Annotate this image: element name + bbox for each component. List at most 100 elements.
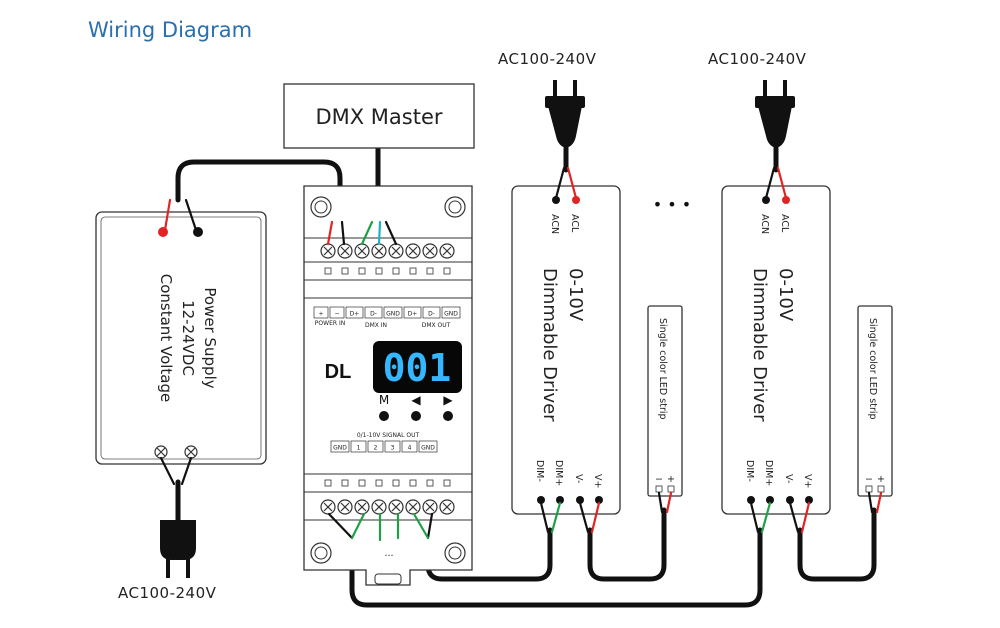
indicator-square [392, 267, 400, 275]
more-channels-dots: ... [384, 548, 393, 559]
terminal-label: D- [370, 311, 377, 318]
indicator-square [392, 479, 400, 487]
ac-label-driver-2: AC100-240V [708, 50, 807, 68]
terminal-label: − [334, 311, 339, 318]
v-plus-terminal [805, 496, 813, 504]
acl-terminal [782, 196, 790, 204]
dim-minus-label: DIM- [534, 460, 545, 482]
led-display [373, 341, 462, 393]
dimmable-driver-2: ACN ACL 0-10V Dimmable Driver DIM- DIM+ … [721, 166, 831, 534]
decoder-bottom-indicator-row [324, 479, 451, 487]
dmx-master-box: DMX Master [283, 83, 475, 149]
indicator-square [409, 479, 417, 487]
acl-terminal [572, 196, 580, 204]
dim-plus-terminal [556, 496, 564, 504]
terminal-label: D+ [350, 311, 360, 318]
indicator-square [409, 267, 417, 275]
terminal-label-box [401, 440, 418, 453]
led-cable-2 [797, 507, 877, 582]
terminal-screw [405, 243, 421, 259]
dim-minus-terminal [537, 496, 545, 504]
driver-title-line1: 0-10V [565, 268, 586, 322]
terminal-label-box [441, 306, 461, 319]
terminal-screw [422, 243, 438, 259]
dimmable-driver-1: ACN ACL 0-10V Dimmable Driver DIM- DIM+ … [511, 166, 621, 534]
terminal-label: GND [421, 445, 435, 452]
acn-terminal [552, 196, 560, 204]
terminal-label-box [422, 306, 441, 319]
terminal-label: GND [333, 445, 347, 452]
indicator-square [375, 479, 383, 487]
terminal-label-box [403, 306, 422, 319]
plug-icon [755, 80, 795, 148]
led-strip-label: Single color LED strip [867, 318, 878, 420]
more-drivers-ellipsis: • • • [653, 195, 691, 214]
terminal-label: GND [444, 311, 458, 318]
terminal-label: + [318, 311, 323, 318]
indicator-square [443, 267, 451, 275]
signal-out-label: 0/1-10V SIGNAL OUT [357, 432, 420, 439]
terminal-screw [388, 499, 404, 515]
terminal-screw [371, 499, 387, 515]
psu-mains-terminal-left [154, 445, 168, 459]
driver-unit-1: AC100-240V ACN ACL 0-10V Dimmable Driver… [498, 50, 683, 534]
decoder-top-terminal-screws [320, 243, 455, 259]
dim-plus-label: DIM+ [763, 460, 774, 486]
decoder-top-indicator-row [324, 267, 451, 275]
mode-button[interactable] [379, 411, 389, 421]
terminal-label-box [313, 306, 329, 319]
terminal-screw [320, 499, 336, 515]
terminal-label: 3 [391, 445, 395, 452]
dim-cable-1 [425, 527, 553, 582]
driver-unit-2: AC100-240V ACN ACL 0-10V Dimmable Driver… [708, 50, 893, 534]
terminal-screw [320, 243, 336, 259]
left-button[interactable] [411, 411, 421, 421]
dmx-master-label: DMX Master [315, 105, 442, 129]
v-minus-terminal [576, 496, 584, 504]
plug-icon [160, 520, 196, 578]
v-minus-label: V- [573, 474, 584, 483]
psu-mains-terminal-right [184, 445, 198, 459]
indicator-square [426, 479, 434, 487]
ac-label-psu: AC100-240V [118, 584, 217, 602]
acn-label: ACN [549, 214, 560, 234]
led-strip-minus: − [655, 474, 663, 485]
plug-icon [545, 80, 585, 148]
psu-label-line3: Constant Voltage [157, 274, 175, 402]
diagram-title: Wiring Diagram [88, 18, 252, 42]
decoder-model-label: DL [325, 361, 352, 383]
led-display-value: 001 [383, 346, 452, 390]
led-strip-1: Single color LED strip − + [647, 305, 683, 514]
indicator-square [375, 267, 383, 275]
right-button[interactable] [443, 411, 453, 421]
indicator-square [341, 479, 349, 487]
terminal-screw [388, 243, 404, 259]
acn-label: ACN [759, 214, 770, 234]
indicator-square [443, 479, 451, 487]
terminal-label-box [345, 306, 364, 319]
led-strip-2: Single color LED strip − + [857, 305, 893, 514]
terminal-label-box [383, 306, 403, 319]
terminal-label: 1 [357, 445, 361, 452]
psu-positive-terminal [158, 227, 168, 237]
acl-label: ACL [779, 214, 790, 233]
v-plus-label: V+ [802, 474, 813, 488]
terminal-screw [371, 243, 387, 259]
left-button-label: ◀ [411, 393, 421, 407]
terminal-label-box [384, 440, 401, 453]
terminal-screw [354, 499, 370, 515]
acn-terminal [762, 196, 770, 204]
indicator-square [358, 479, 366, 487]
dim-minus-label: DIM- [744, 460, 755, 482]
terminal-label-box [350, 440, 367, 453]
dim-plus-terminal [766, 496, 774, 504]
indicator-square [426, 267, 434, 275]
driver-title-line2: Dimmable Driver [539, 268, 560, 422]
indicator-square [324, 479, 332, 487]
terminal-screw [422, 499, 438, 515]
terminal-screw [337, 499, 353, 515]
terminal-label: GND [386, 311, 400, 318]
v-minus-terminal [786, 496, 794, 504]
